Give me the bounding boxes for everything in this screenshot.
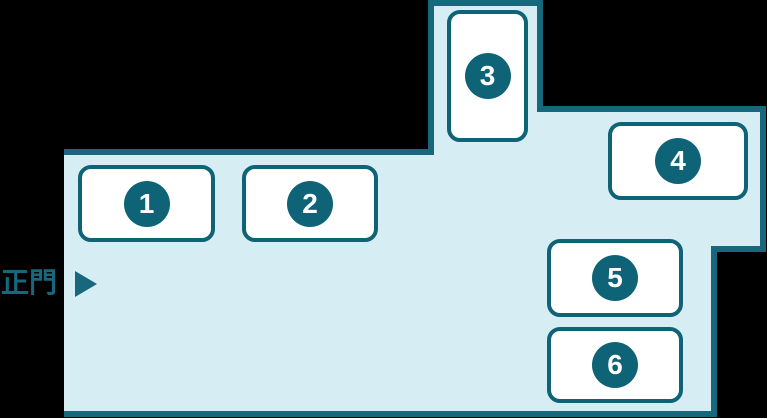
building-6: 6 <box>547 327 683 403</box>
building-3: 3 <box>447 10 528 142</box>
building-1-number-badge: 1 <box>123 180 170 227</box>
building-5-number-badge: 5 <box>592 255 638 301</box>
building-4-number-badge: 4 <box>655 138 701 184</box>
building-3-number-badge: 3 <box>464 53 511 99</box>
building-1: 1 <box>78 165 215 242</box>
grounds-border <box>64 0 766 417</box>
gate-arrow-icon <box>75 271 97 297</box>
building-6-number-badge: 6 <box>592 342 638 388</box>
main-gate-label: 正門 <box>1 267 58 298</box>
building-2-number-badge: 2 <box>287 180 333 227</box>
building-2: 2 <box>242 165 378 242</box>
building-5: 5 <box>547 239 683 317</box>
building-4: 4 <box>608 122 748 200</box>
